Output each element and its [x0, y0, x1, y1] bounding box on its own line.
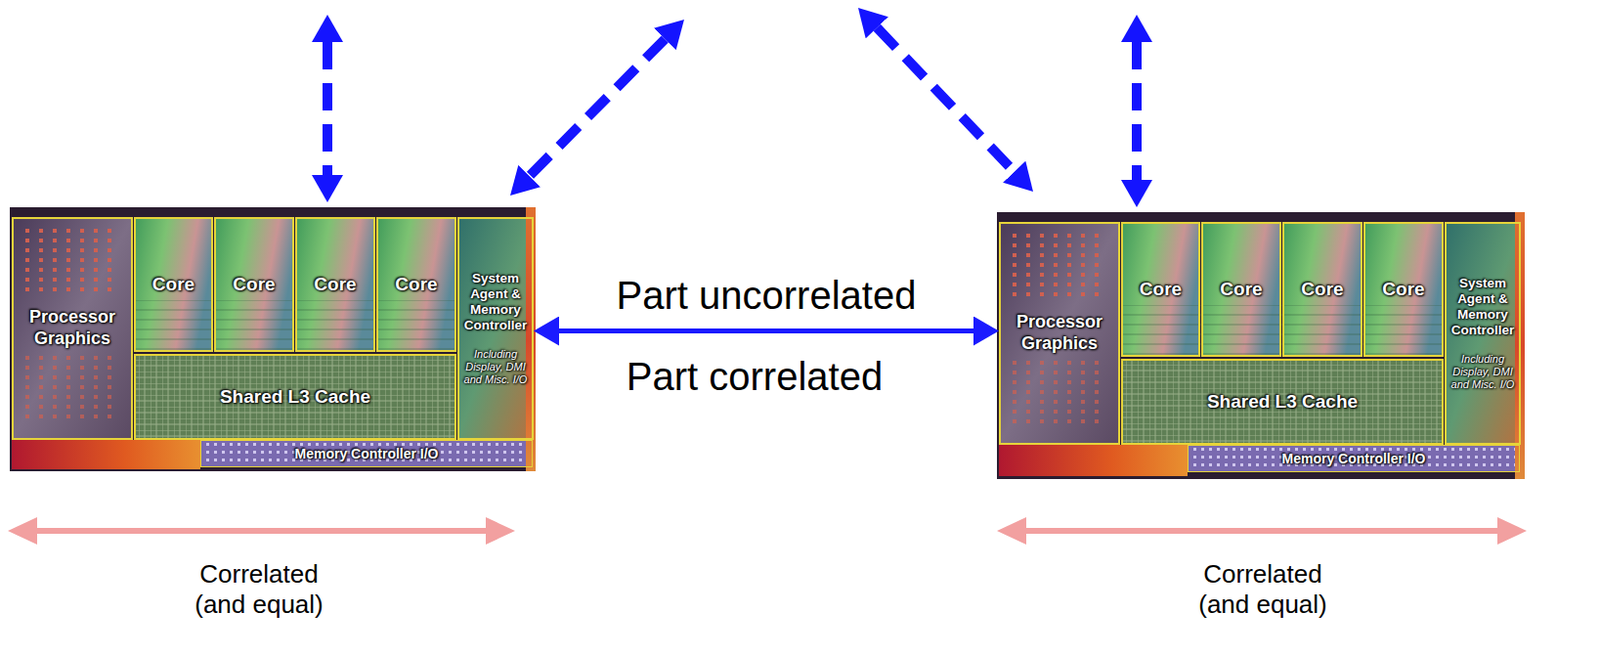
- region-label: Core: [394, 273, 437, 297]
- region-label: Memory Controller I/O: [1281, 450, 1426, 468]
- system-agent-region: System Agent & Memory ControllerIncludin…: [457, 216, 534, 440]
- region-label: Processor Graphics: [1002, 311, 1117, 354]
- agent-area: [457, 216, 534, 440]
- region-label: Core: [313, 273, 356, 297]
- graphics-units: [1006, 358, 1105, 428]
- cache-region: Shared L3 Cache: [1121, 358, 1444, 445]
- region-label: Processor Graphics: [15, 306, 130, 349]
- graphics-units: [19, 353, 118, 423]
- graphics-area: [11, 216, 133, 440]
- connector-arrow: [559, 328, 974, 334]
- die-strip: [11, 439, 201, 470]
- region-note: Including Display, DMI and Misc. I/O: [461, 347, 530, 388]
- core-region: Core: [295, 216, 376, 352]
- region-label: Core: [1219, 278, 1262, 302]
- graphics-units: [19, 226, 118, 296]
- cache-area: [1121, 358, 1444, 445]
- die-strip: [998, 444, 1188, 476]
- region-label: Core: [1300, 278, 1343, 302]
- span-arrow: [37, 527, 486, 534]
- core-region: Core: [1201, 221, 1282, 357]
- io-region: Memory Controller I/O: [1187, 444, 1520, 473]
- region-label: Shared L3 Cache: [1207, 390, 1358, 414]
- region-label: System Agent & Memory Controller: [1448, 275, 1517, 340]
- cache-area: [133, 353, 457, 440]
- io-area: [1187, 444, 1520, 473]
- die-edge: [525, 207, 536, 472]
- io-region: Memory Controller I/O: [200, 439, 533, 468]
- dashed-arrow: [1131, 42, 1142, 180]
- dashed-arrow: [529, 39, 666, 176]
- dashed-arrow: [876, 27, 1014, 172]
- core-region: Core: [214, 216, 295, 352]
- io-area: [200, 439, 533, 468]
- die-base: [9, 207, 536, 472]
- die-base: [996, 212, 1525, 479]
- region-label: System Agent & Memory Controller: [461, 270, 530, 335]
- relation-label: Part correlated: [626, 353, 883, 399]
- span-arrow: [1026, 527, 1498, 534]
- region-label: Core: [1139, 278, 1182, 302]
- region-label: Core: [152, 273, 195, 297]
- edge-label: Part uncorrelated: [616, 272, 917, 318]
- graphics-area: [998, 221, 1121, 445]
- core-region: Core: [133, 216, 214, 352]
- system-agent-region: System Agent & Memory ControllerIncludin…: [1444, 221, 1521, 445]
- core-region: Core: [376, 216, 457, 352]
- core-region: Core: [1363, 221, 1444, 357]
- core-region: Core: [1121, 221, 1201, 357]
- graphics-region: Processor Graphics: [998, 221, 1121, 445]
- agent-area: [1444, 221, 1521, 445]
- region-label: Shared L3 Cache: [219, 386, 371, 409]
- core-region: Core: [1282, 221, 1363, 357]
- cache-region: Shared L3 Cache: [133, 353, 457, 440]
- graphics-region: Processor Graphics: [11, 216, 133, 440]
- graphics-units: [1006, 231, 1105, 301]
- span-label: Correlated (and equal): [175, 559, 343, 620]
- span-label: Correlated (and equal): [1179, 559, 1346, 620]
- region-note: Including Display, DMI and Misc. I/O: [1448, 352, 1517, 392]
- region-label: Core: [232, 273, 275, 297]
- region-label: Core: [1382, 278, 1425, 302]
- region-label: Memory Controller I/O: [294, 445, 438, 463]
- dashed-arrow: [322, 42, 333, 175]
